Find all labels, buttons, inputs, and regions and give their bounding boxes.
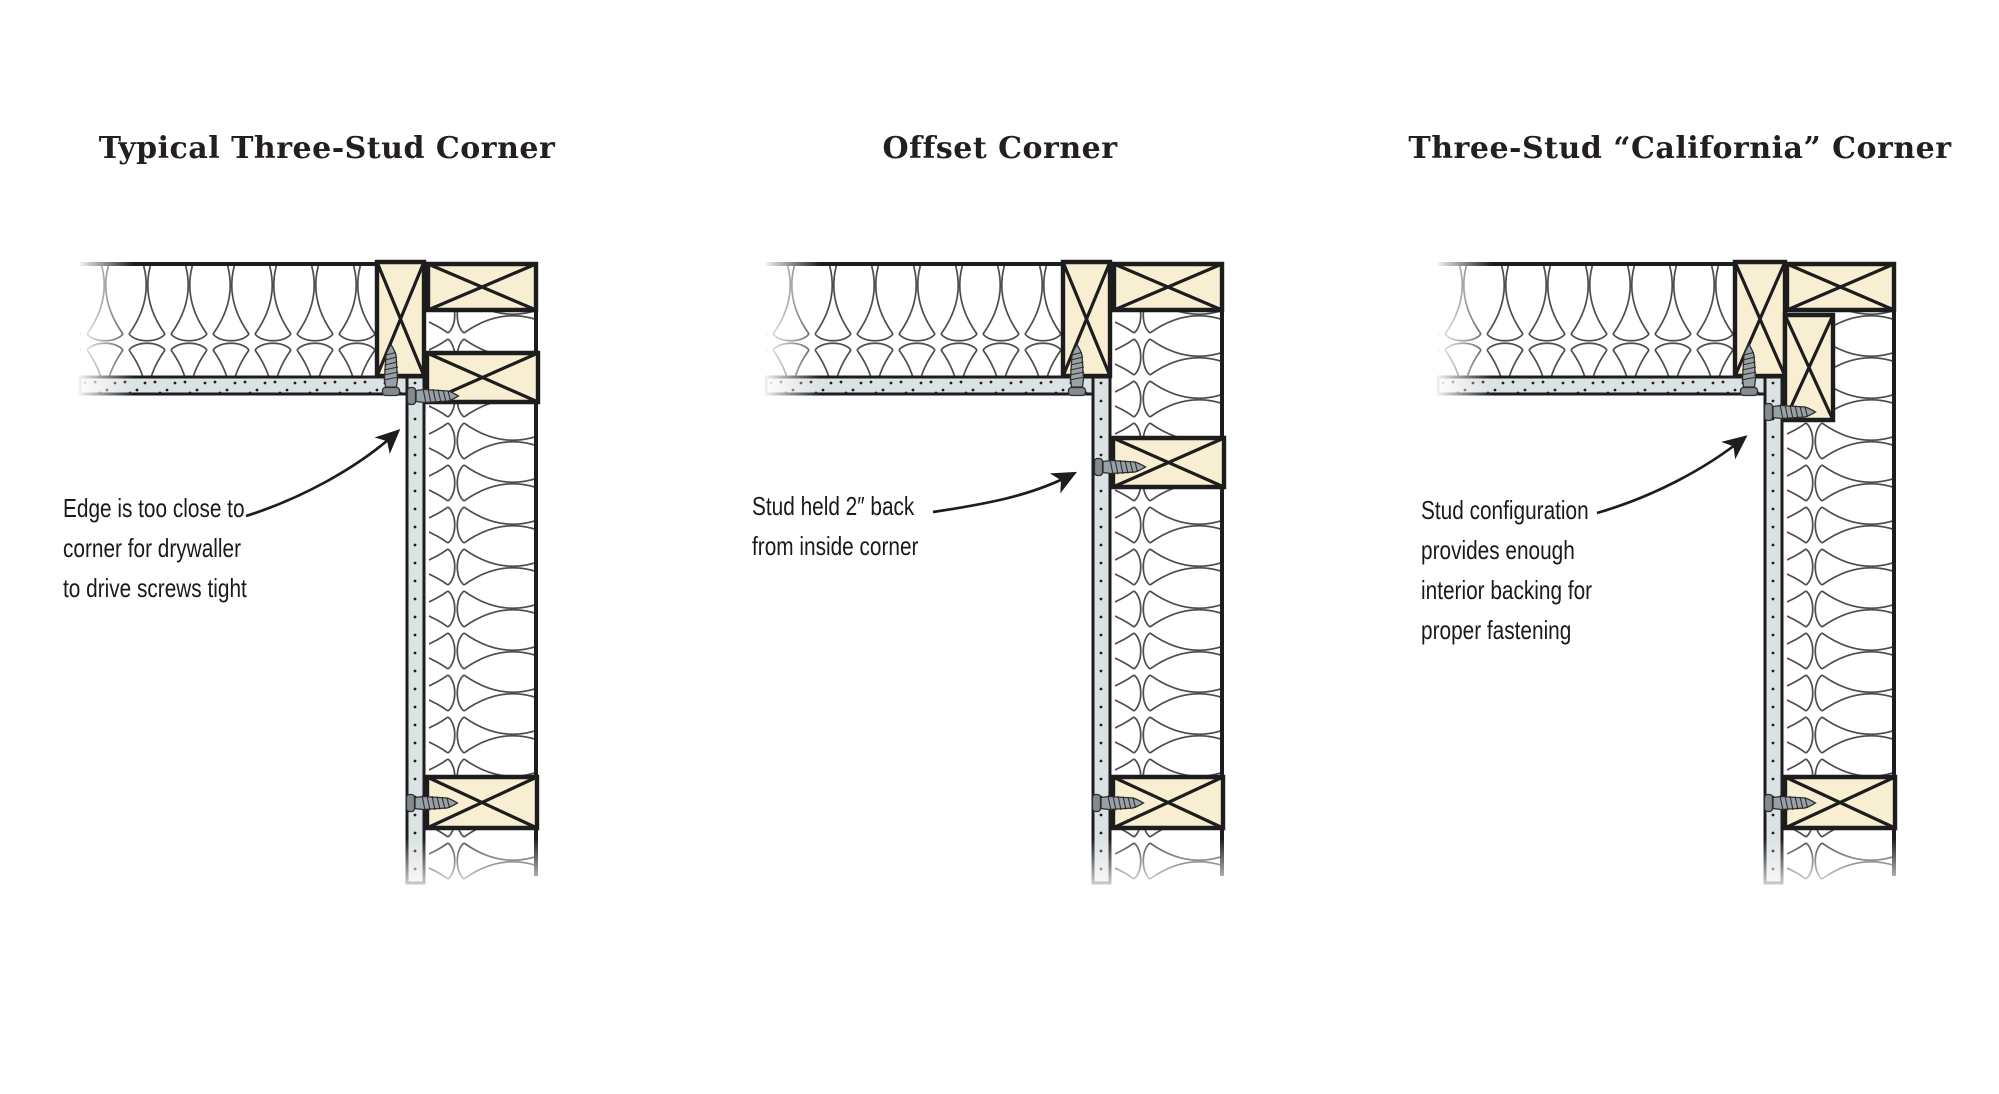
edge-fade: [1754, 838, 1900, 898]
batt-insulation: [1115, 311, 1220, 437]
batt-insulation: [1835, 311, 1892, 420]
annotation-offset-corner: Stud held 2″ back from inside corner: [752, 491, 919, 561]
edge-fade: [396, 838, 542, 898]
panel-title-california-corner: Three-Stud “California” Corner: [1408, 131, 1952, 166]
batt-insulation: [429, 311, 534, 352]
stud: [1787, 264, 1894, 310]
panel-title-typical-three-stud-corner: Typical Three-Stud Corner: [98, 131, 556, 166]
section-typical-three-stud-corner: [76, 254, 542, 898]
section-california-corner: [1434, 254, 1900, 898]
corner-stud: [377, 262, 424, 376]
edge-fade: [76, 254, 134, 402]
edge-fade: [762, 254, 820, 402]
edge-fade: [1434, 254, 1492, 402]
stud: [428, 264, 536, 310]
batt-insulation: [1115, 488, 1220, 776]
section-offset-corner: [762, 254, 1228, 898]
flat-backing-stud: [1785, 315, 1833, 420]
annotation-california-corner: Stud configuration provides enough inter…: [1421, 495, 1593, 645]
stud: [1114, 264, 1222, 310]
edge-fade: [1082, 838, 1228, 898]
panel-title-offset-corner: Offset Corner: [882, 131, 1118, 166]
corner-stud: [1735, 262, 1785, 376]
batt-insulation: [429, 403, 534, 776]
annotation-arrow: [932, 471, 1077, 514]
batt-insulation: [1787, 421, 1892, 776]
annotation-arrow: [1596, 435, 1748, 515]
annotation-arrow: [245, 428, 401, 518]
annotation-typical-corner: Edge is too close to corner for drywalle…: [63, 493, 247, 603]
corner-stud: [1063, 262, 1110, 376]
